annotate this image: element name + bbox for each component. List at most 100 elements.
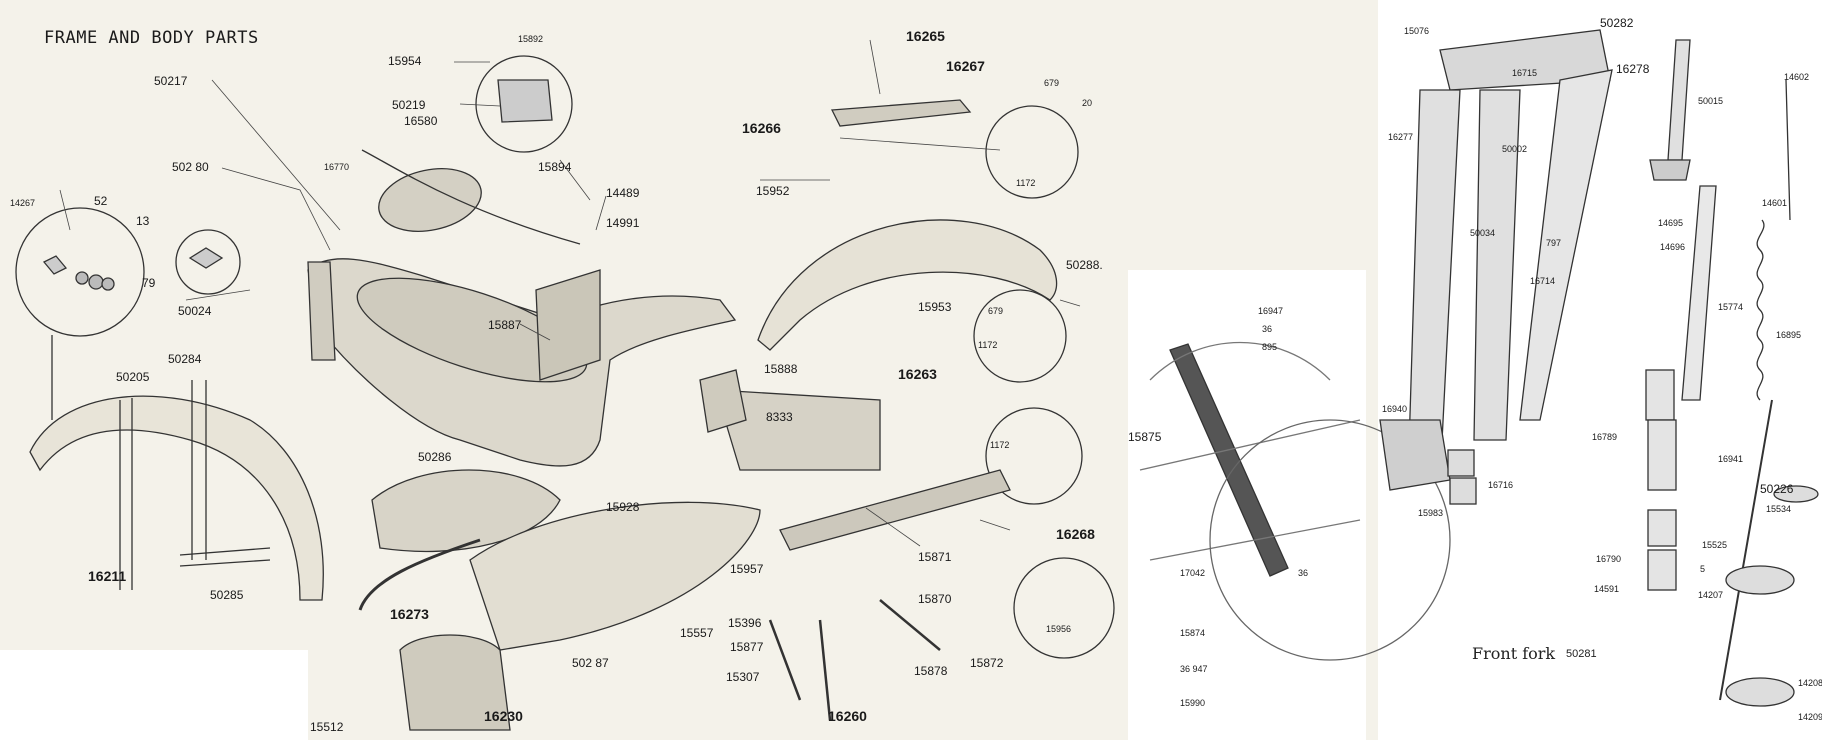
part-label: 15957 xyxy=(730,562,764,576)
part-label: 50217 xyxy=(154,74,188,88)
part-label: 16211 xyxy=(88,568,127,584)
detail-circle-rear-3 xyxy=(985,407,1083,505)
part-label: 14267 xyxy=(10,198,36,208)
part-label: 895 xyxy=(1262,342,1278,352)
part-label: 15928 xyxy=(606,500,640,514)
part-label: 14991 xyxy=(606,216,640,230)
part-label: 50285 xyxy=(210,588,244,602)
part-label: 15076 xyxy=(1404,26,1430,36)
part-label: 50034 xyxy=(1470,228,1496,238)
part-label: 16941 xyxy=(1718,454,1744,464)
part-label: 16267 xyxy=(946,58,985,74)
detail-circle-clamp xyxy=(175,229,241,295)
part-label: 20 xyxy=(1082,98,1093,108)
part-label: 1172 xyxy=(990,440,1010,450)
part-label: 15888 xyxy=(764,362,798,376)
part-label: 17042 xyxy=(1180,568,1206,578)
part-label: 16770 xyxy=(324,162,350,172)
part-label: 15952 xyxy=(756,184,790,198)
part-label: 14601 xyxy=(1762,198,1788,208)
part-label: 16230 xyxy=(484,708,523,724)
part-label: 36 xyxy=(1298,568,1309,578)
part-label: 36 xyxy=(1262,324,1273,334)
part-label: 1172 xyxy=(978,340,998,350)
chain-guard xyxy=(399,634,511,731)
part-label: 14591 xyxy=(1594,584,1620,594)
part-label: 679 xyxy=(988,306,1004,316)
part-label: 15557 xyxy=(680,626,714,640)
part-label: 679 xyxy=(1044,78,1060,88)
part-label: 15872 xyxy=(970,656,1004,670)
part-label: 16277 xyxy=(1388,132,1414,142)
part-label: 15307 xyxy=(726,670,760,684)
part-label: 16278 xyxy=(1616,62,1650,76)
part-label: 8333 xyxy=(766,410,793,424)
part-label: 16895 xyxy=(1776,330,1802,340)
part-label: 15870 xyxy=(918,592,952,606)
part-label: 15534 xyxy=(1766,504,1792,514)
part-label: 16266 xyxy=(742,120,781,136)
tank-cover xyxy=(378,168,482,232)
part-label: 14489 xyxy=(606,186,640,200)
part-label: 502 87 xyxy=(572,656,609,670)
part-label: 16265 xyxy=(906,28,945,44)
part-label: 15954 xyxy=(388,54,422,68)
part-label: 15878 xyxy=(914,664,948,678)
part-label: 16789 xyxy=(1592,432,1618,442)
page-title: FRAME AND BODY PARTS xyxy=(44,28,259,48)
part-label: 50024 xyxy=(178,304,212,318)
part-label: 16940 xyxy=(1382,404,1408,414)
part-label: 50288. xyxy=(1066,258,1103,272)
part-label: 15774 xyxy=(1718,302,1744,312)
part-label: 15512 xyxy=(310,720,344,734)
part-label: 79 xyxy=(142,276,156,290)
part-label: 15990 xyxy=(1180,698,1206,708)
part-label: 15875 xyxy=(1128,430,1162,444)
part-label: 50219 xyxy=(392,98,426,112)
part-label: 50015 xyxy=(1698,96,1724,106)
part-label: 52 xyxy=(94,194,108,208)
part-label: 15525 xyxy=(1702,540,1728,550)
part-label: 50002 xyxy=(1502,144,1528,154)
shock-absorber xyxy=(1169,343,1289,577)
side-cover-left xyxy=(371,469,561,553)
part-label: 5 xyxy=(1700,564,1706,574)
part-label: 14209 xyxy=(1798,712,1822,722)
part-label: 16273 xyxy=(390,606,429,622)
part-label: 15887 xyxy=(488,318,522,332)
part-label: 15877 xyxy=(730,640,764,654)
part-label: 14207 xyxy=(1698,590,1724,600)
detail-circle-front-bolt xyxy=(15,207,145,337)
part-label: 16263 xyxy=(898,366,937,382)
part-label: 16714 xyxy=(1530,276,1556,286)
part-label: 13 xyxy=(136,214,150,228)
part-label: 16716 xyxy=(1488,480,1514,490)
part-label: 1172 xyxy=(1016,178,1036,188)
part-label: 15396 xyxy=(728,616,762,630)
part-label: 50226 xyxy=(1760,482,1794,496)
part-label: 15871 xyxy=(918,550,952,564)
part-label: 14208 xyxy=(1798,678,1822,688)
detail-circle-rear-2 xyxy=(973,289,1067,383)
part-label: 50205 xyxy=(116,370,150,384)
detail-circle-badge xyxy=(475,55,573,153)
part-label: 16790 xyxy=(1596,554,1622,564)
front-mudguard xyxy=(29,395,324,601)
part-label: 36 947 xyxy=(1180,664,1208,674)
part-label: 50284 xyxy=(168,352,202,366)
fork-spring xyxy=(1756,79,1791,401)
part-label: 14602 xyxy=(1784,72,1810,82)
part-label: 797 xyxy=(1546,238,1562,248)
bottom-left-panel xyxy=(0,650,308,740)
front-fork-title: Front fork xyxy=(1472,644,1556,663)
part-label: 14696 xyxy=(1660,242,1686,252)
part-label: 15892 xyxy=(518,34,544,44)
part-label: 16715 xyxy=(1512,68,1538,78)
part-label: 15953 xyxy=(918,300,952,314)
part-label: 50282 xyxy=(1600,16,1634,30)
part-label: 16580 xyxy=(404,114,438,128)
part-label: 50286 xyxy=(418,450,452,464)
part-label: 15894 xyxy=(538,160,572,174)
